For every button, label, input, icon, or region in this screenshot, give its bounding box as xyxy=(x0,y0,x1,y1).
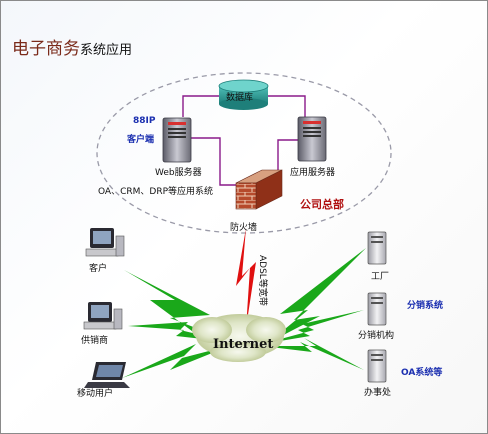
page-title: 电子商务系统应用 xyxy=(12,34,132,59)
factory-label: 工厂 xyxy=(371,272,390,282)
hq-links xyxy=(182,95,306,186)
oa-system-label: OA系统等 xyxy=(401,368,443,378)
distribution-server-icon xyxy=(367,292,387,326)
ip-label: 88IP xyxy=(133,116,156,126)
web-server-icon xyxy=(162,117,192,163)
internet-label: Internet xyxy=(213,337,273,352)
customer-computer-icon xyxy=(85,228,125,257)
firewall-icon xyxy=(235,169,283,210)
internet-cloud-icon xyxy=(192,314,286,362)
app-server-icon xyxy=(297,116,327,162)
office-server-icon xyxy=(367,349,387,383)
supplier-label: 供销商 xyxy=(81,336,109,346)
systems-label: OA、CRM、DRP等应用系统 xyxy=(98,187,213,197)
database-icon xyxy=(218,79,269,110)
title-sub: 系统应用 xyxy=(80,43,133,58)
office-label: 办事处 xyxy=(364,388,392,398)
uplink-bolt xyxy=(236,228,256,328)
database-label: 数据库 xyxy=(226,93,254,103)
hq-boundary xyxy=(96,72,392,234)
company-hq-label: 公司总部 xyxy=(300,198,344,211)
client-side-label: 客户端 xyxy=(127,135,155,145)
distribution-system-label: 分销系统 xyxy=(407,301,444,311)
web-server-label: Web服务器 xyxy=(155,168,202,178)
factory-server-icon xyxy=(367,231,387,265)
app-server-label: 应用服务器 xyxy=(290,168,336,178)
supplier-computer-icon xyxy=(83,302,123,330)
customer-label: 客户 xyxy=(89,264,108,274)
distribution-org-label: 分销机构 xyxy=(358,331,395,341)
title-main: 电子商务 xyxy=(12,39,80,59)
laptop-icon xyxy=(84,362,130,388)
mobile-user-label: 移动用户 xyxy=(77,389,114,399)
firewall-label: 防火墙 xyxy=(230,223,258,233)
adsl-label: ADSL等宽带 xyxy=(257,255,269,306)
